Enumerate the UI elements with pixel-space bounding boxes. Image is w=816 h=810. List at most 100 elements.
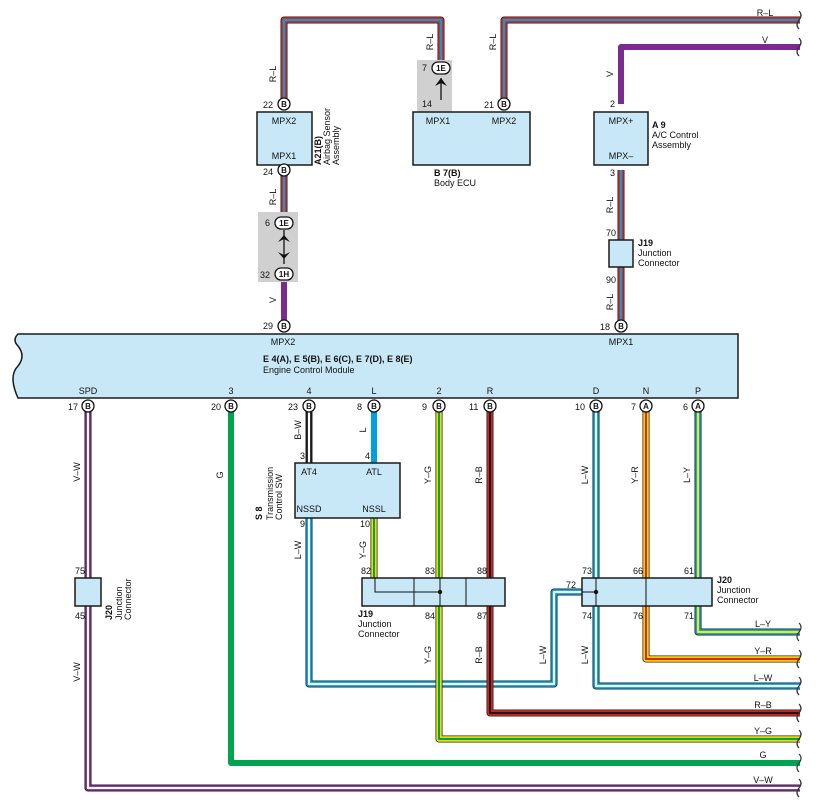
pin-label-4: 4 bbox=[306, 386, 311, 396]
pin-label-spd: SPD bbox=[79, 386, 98, 396]
wire-break-mark bbox=[796, 622, 802, 642]
connector-pin: B bbox=[483, 399, 497, 413]
component-codes: E 4(A), E 5(B), E 6(C), E 7(D), E 8(E) bbox=[263, 354, 413, 364]
pin-number: 76 bbox=[633, 611, 643, 621]
wire-break-mark bbox=[796, 37, 802, 57]
svg-text:1H: 1H bbox=[279, 270, 289, 279]
pin-label-mpx2: MPX2 bbox=[271, 337, 296, 347]
wire-break-mark bbox=[796, 778, 802, 798]
pin-label-3: 3 bbox=[228, 386, 233, 396]
svg-text:B: B bbox=[281, 166, 287, 175]
wire-break-mark bbox=[796, 676, 802, 696]
pin-label-at4: AT4 bbox=[301, 467, 317, 477]
pin-number: 70 bbox=[606, 228, 616, 238]
pin-number: 45 bbox=[75, 611, 85, 621]
wire-color-label: R–L bbox=[757, 8, 774, 18]
junction-connector-j19-top: J19 Junction Connector bbox=[608, 238, 680, 268]
component-code: J20 bbox=[104, 605, 114, 620]
wire-color-label: R–L bbox=[268, 66, 278, 83]
component-name-line2: Connector bbox=[123, 578, 133, 620]
wire-color-label: Y–G bbox=[754, 726, 772, 736]
wire-color-label: L–W bbox=[538, 645, 548, 664]
pin-number: 73 bbox=[582, 566, 592, 576]
component-name-line2: Assembly bbox=[331, 125, 341, 165]
component-code: A 9 bbox=[652, 120, 666, 130]
transmission-control-switch: AT4 ATL NSSD NSSL S 8 Transmission Contr… bbox=[254, 462, 401, 520]
pin-numbers: 22 24 6 32 29 7 14 21 2 3 70 90 18 17 20… bbox=[68, 63, 694, 621]
wire-color-label: V bbox=[268, 297, 278, 303]
pin-label-n: N bbox=[643, 386, 650, 396]
junction-connector-j19-bottom: J19 Junction Connector bbox=[358, 577, 506, 639]
pin-number: 9 bbox=[300, 519, 305, 529]
svg-text:B: B bbox=[501, 100, 507, 109]
wire-color-label: V–W bbox=[72, 462, 82, 482]
pin-number: 10 bbox=[360, 519, 370, 529]
wire-lw-nssd bbox=[305, 518, 582, 688]
wire-color-label: Y–R bbox=[754, 646, 772, 656]
pin-label-l: L bbox=[371, 386, 376, 396]
connector-pin: B bbox=[589, 399, 603, 413]
component-name: Engine Control Module bbox=[263, 365, 355, 375]
component-name-line2: Control SW bbox=[274, 473, 284, 520]
svg-text:B: B bbox=[487, 402, 493, 411]
wire-v-ac bbox=[618, 44, 800, 104]
component-name-line1: Junction bbox=[638, 248, 672, 258]
connector-pin: A bbox=[691, 399, 705, 413]
connector-pin: B bbox=[81, 399, 95, 413]
wire-g bbox=[228, 406, 800, 766]
wire-color-label: L–Y bbox=[755, 619, 771, 629]
pin-label-mpx-plus: MPX+ bbox=[609, 116, 634, 126]
pin-number: 88 bbox=[477, 566, 487, 576]
pin-label-mpx1: MPX1 bbox=[426, 116, 451, 126]
pin-number: 10 bbox=[575, 402, 585, 412]
wire-lw-d bbox=[592, 406, 800, 690]
svg-text:B: B bbox=[306, 402, 312, 411]
pin-number: 21 bbox=[484, 100, 494, 110]
svg-text:B: B bbox=[281, 322, 287, 331]
svg-text:B: B bbox=[228, 402, 234, 411]
connector-pin: B bbox=[277, 163, 291, 177]
wire-yg bbox=[435, 406, 800, 743]
component-code: S 8 bbox=[254, 506, 264, 520]
wire-color-label: L bbox=[358, 427, 368, 432]
pin-number: 24 bbox=[263, 167, 273, 177]
pin-label-atl: ATL bbox=[366, 467, 382, 477]
pin-number: 7 bbox=[631, 402, 636, 412]
pin-number: 2 bbox=[610, 99, 615, 109]
connector-pin: B bbox=[224, 399, 238, 413]
component-name-line2: Connector bbox=[358, 629, 400, 639]
pin-label-r: R bbox=[487, 386, 494, 396]
wire-color-label: L–W bbox=[754, 673, 773, 683]
ac-control-assembly: MPX+ MPX– A 9 A/C Control Assembly bbox=[593, 111, 699, 166]
wire-color-label: L–W bbox=[293, 540, 303, 559]
svg-text:1E: 1E bbox=[436, 64, 446, 73]
junction-connector-j20-right: J20 Junction Connector bbox=[581, 575, 759, 607]
pin-number: 3 bbox=[300, 451, 305, 461]
component-name-line2: Connector bbox=[717, 595, 759, 605]
pin-number: 11 bbox=[469, 402, 478, 412]
pin-label-mpx2: MPX2 bbox=[492, 116, 517, 126]
connector-pin: 1E bbox=[274, 216, 294, 230]
pin-label-mpx1: MPX1 bbox=[609, 337, 634, 347]
pin-label-nssd: NSSD bbox=[296, 504, 322, 514]
wire-color-label: L–W bbox=[580, 465, 590, 484]
svg-text:1E: 1E bbox=[279, 219, 289, 228]
pin-number: 75 bbox=[75, 566, 85, 576]
wire-break-mark bbox=[796, 753, 802, 773]
wire-rl-airbag bbox=[280, 16, 445, 104]
pin-number: 32 bbox=[260, 270, 270, 280]
svg-text:B: B bbox=[618, 322, 624, 331]
pin-number: 6 bbox=[265, 218, 270, 228]
component-name-line1: A/C Control bbox=[652, 130, 699, 140]
connector-pin: B bbox=[302, 399, 316, 413]
wire-color-label: G bbox=[759, 750, 766, 760]
pin-number: 84 bbox=[425, 611, 435, 621]
pin-label-d: D bbox=[593, 386, 600, 396]
pin-number: 22 bbox=[263, 100, 273, 110]
connector-pin: 1H bbox=[274, 267, 294, 281]
svg-text:B: B bbox=[281, 100, 287, 109]
pin-number: 29 bbox=[263, 321, 273, 331]
connector-pin: B bbox=[432, 399, 446, 413]
wire-color-label: V–W bbox=[72, 662, 82, 682]
component-code: J19 bbox=[638, 238, 653, 248]
